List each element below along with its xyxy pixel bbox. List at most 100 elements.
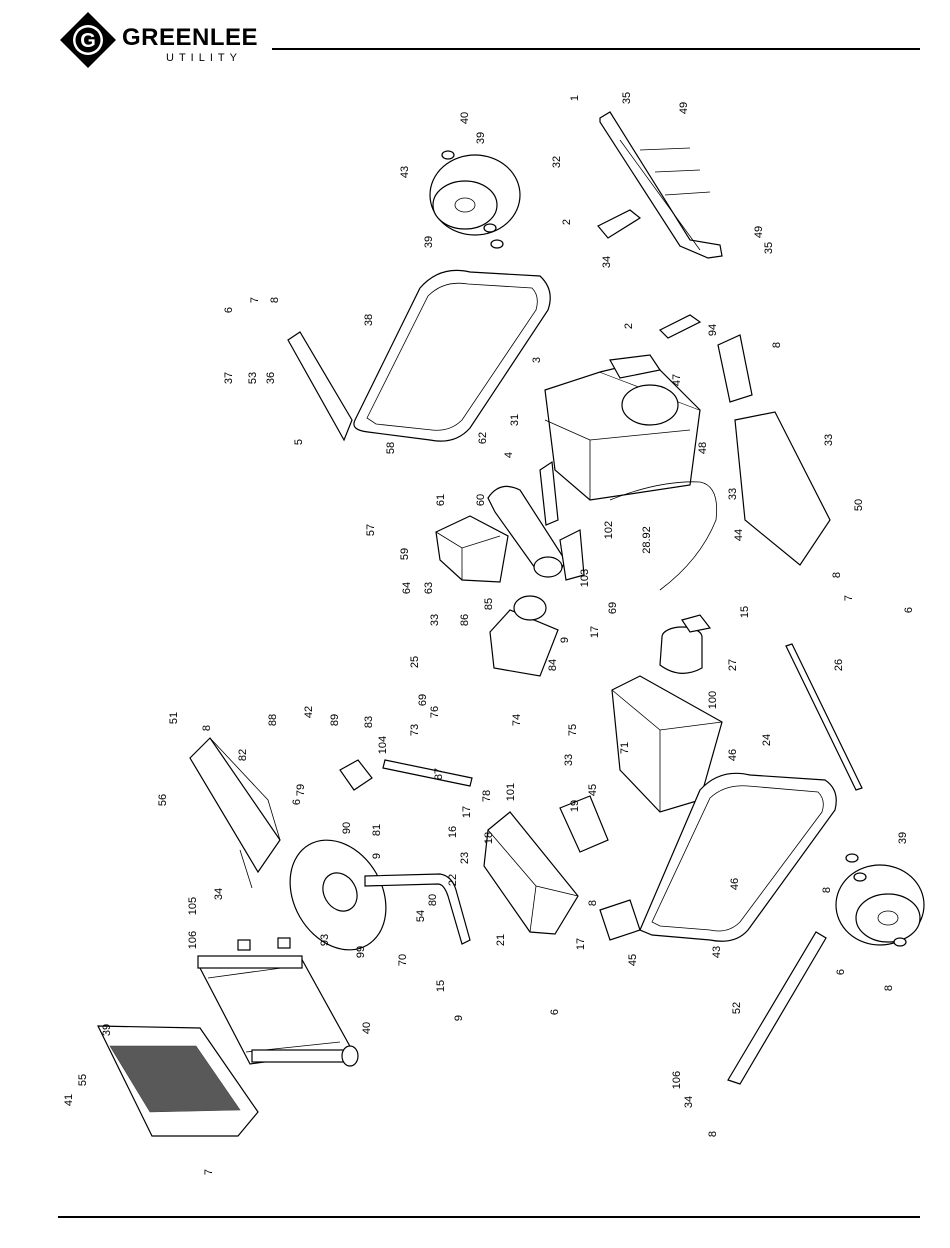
part-callout: 60: [475, 494, 487, 506]
part-callout: 48: [697, 442, 709, 454]
part-callout: 103: [579, 569, 591, 587]
part-callout: 8: [201, 725, 213, 731]
part-callout: 33: [823, 434, 835, 446]
part-callout: 39: [475, 132, 487, 144]
part-callout: 70: [397, 954, 409, 966]
base-plate-part: [734, 411, 831, 566]
part-callout: 94: [707, 324, 719, 336]
frame-part: [639, 772, 837, 942]
part-callout: 85: [483, 598, 495, 610]
part-callout: 55: [77, 1074, 89, 1086]
brand-name: GREENLEE: [122, 24, 259, 51]
part-callout: 6: [0, 0, 3, 3]
plate-part: [287, 331, 353, 442]
handle-part: [599, 111, 723, 259]
bracket-part: [599, 899, 641, 941]
pipe-part: [382, 759, 473, 787]
part-callout: 6: [549, 1009, 561, 1015]
adapter-part: [489, 595, 559, 677]
cover-part: [189, 737, 281, 889]
part-callout: 86: [459, 614, 471, 626]
part-callout: 25: [409, 656, 421, 668]
wheel-part: [429, 150, 521, 249]
part-callout: 33: [563, 754, 575, 766]
svg-text:G: G: [80, 30, 96, 52]
rod-part: [785, 643, 863, 791]
part-callout: 21: [495, 934, 507, 946]
part-callout: 44: [733, 529, 745, 541]
block-part: [237, 939, 251, 951]
part-callout: 3: [531, 357, 543, 363]
part-callout: 53: [247, 372, 259, 384]
part-callout: 58: [385, 442, 397, 454]
bracket-part: [658, 314, 702, 339]
part-callout: 79: [295, 784, 307, 796]
part-callout: 33: [429, 614, 441, 626]
part-callout: 8: [587, 900, 599, 906]
part-callout: 106: [187, 931, 199, 949]
part-callout: 2: [623, 323, 635, 329]
part-callout: 57: [365, 524, 377, 536]
greenlee-logo-icon: G: [60, 12, 116, 68]
part-callout: 22: [447, 874, 459, 886]
part-callout: 32: [551, 156, 563, 168]
part-callout: 6: [903, 607, 915, 613]
brand-subtitle: UTILITY: [166, 52, 242, 64]
part-callout: 81: [371, 824, 383, 836]
part-callout: 54: [415, 910, 427, 922]
fan-shroud-part: [289, 839, 387, 951]
part-callout: 61: [435, 494, 447, 506]
grille-part: [97, 1025, 259, 1137]
part-callout: 24: [761, 734, 773, 746]
part-callout: 34: [683, 1096, 695, 1108]
part-callout: 6: [0, 0, 3, 3]
part-callout: 43: [711, 946, 723, 958]
part-callout: 9: [559, 637, 571, 643]
part-callout: 75: [567, 724, 579, 736]
part-callout: 69: [607, 602, 619, 614]
part-callout: 15: [739, 606, 751, 618]
part-callout: 17: [589, 626, 601, 638]
part-callout: 73: [409, 724, 421, 736]
part-callout: 105: [187, 897, 199, 915]
part-callout: 8: [821, 887, 833, 893]
part-callout: 15: [435, 980, 447, 992]
part-callout: 38: [363, 314, 375, 326]
part-callout: 83: [363, 716, 375, 728]
footer-rule: [58, 1216, 920, 1218]
part-callout: 43: [399, 166, 411, 178]
part-callout: 84: [547, 659, 559, 671]
part-callout: 50: [853, 499, 865, 511]
part-callout: 39: [423, 236, 435, 248]
battery-box-part: [435, 515, 509, 583]
part-callout: 59: [399, 548, 411, 560]
block-part: [277, 937, 291, 949]
part-callout: 6: [223, 307, 235, 313]
engine-part: [544, 354, 701, 501]
bracket-part: [597, 209, 642, 239]
part-callout: 37: [223, 372, 235, 384]
part-callout: 35: [621, 92, 633, 104]
part-callout: 102: [603, 521, 615, 539]
part-callout: 34: [601, 256, 613, 268]
part-callout: 88: [267, 714, 279, 726]
filter-part: [659, 614, 712, 674]
part-callout: 99: [355, 946, 367, 958]
part-callout: 19: [569, 800, 581, 812]
part-callout: 45: [587, 784, 599, 796]
part-callout: 8: [269, 297, 281, 303]
part-callout: 40: [459, 112, 471, 124]
part-callout: 89: [329, 714, 341, 726]
part-callout: 76: [429, 706, 441, 718]
bracket-part: [559, 795, 609, 853]
part-callout: 87: [433, 768, 445, 780]
part-callout: 36: [265, 372, 277, 384]
header-rule: [272, 48, 920, 50]
part-callout: 46: [729, 878, 741, 890]
part-callout: 100: [707, 691, 719, 709]
axle-part: [727, 931, 827, 1085]
pipe-part: [364, 873, 471, 945]
part-callout: 69: [417, 694, 429, 706]
part-callout: 17: [575, 938, 587, 950]
wheel-part: [835, 853, 925, 947]
